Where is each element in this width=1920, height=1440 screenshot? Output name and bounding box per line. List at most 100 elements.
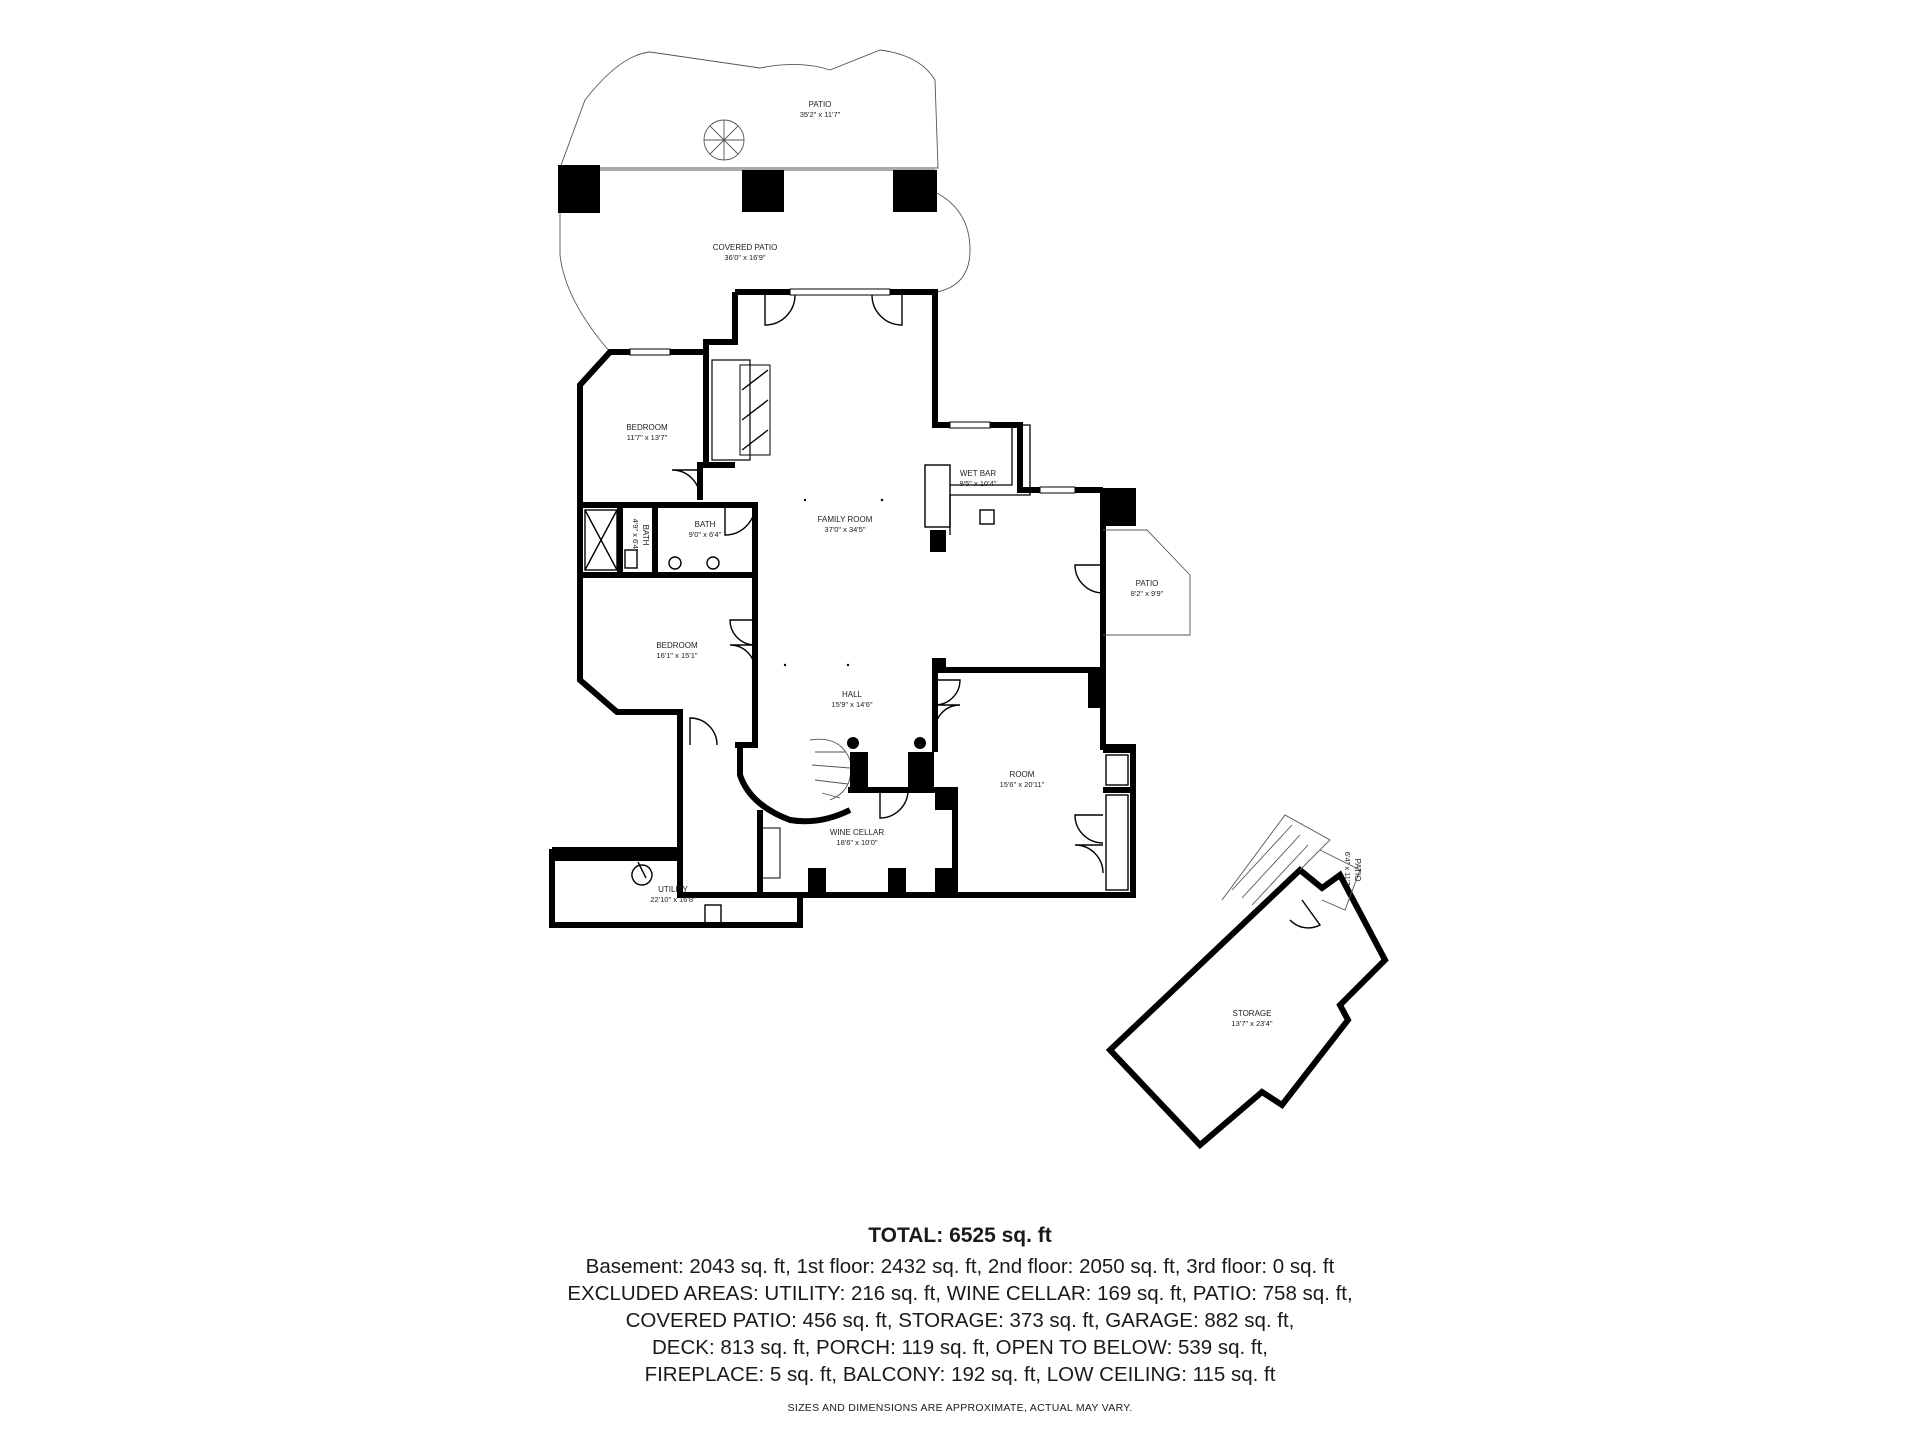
- room-dims: 35'2" x 11'7": [800, 110, 841, 119]
- door-swing: [871, 294, 903, 326]
- summary-line: DECK: 813 sq. ft, PORCH: 119 sq. ft, OPE…: [651, 1336, 1268, 1359]
- room-dims: 8'2" x 9'9": [1131, 589, 1164, 598]
- marker-dot: [783, 663, 787, 667]
- bar-cabinet: [924, 464, 951, 528]
- room-name: UTILITY: [658, 885, 688, 894]
- room-name: COVERED PATIO: [713, 243, 778, 252]
- room-name: BATH: [695, 520, 716, 529]
- door-swing: [1074, 814, 1104, 874]
- column: [893, 170, 937, 212]
- area-summary: TOTAL: 6525 sq. ft Basement: 2043 sq. ft…: [0, 1222, 1920, 1414]
- disclaimer: SIZES AND DIMENSIONS ARE APPROXIMATE, AC…: [787, 1402, 1133, 1414]
- summary-line: COVERED PATIO: 456 sq. ft, STORAGE: 373 …: [625, 1309, 1295, 1332]
- door-swing: [724, 504, 756, 536]
- door-swing: [1074, 564, 1104, 594]
- column: [914, 737, 926, 749]
- total-area: TOTAL: 6525 sq. ft: [868, 1224, 1052, 1247]
- room-dims: 16'1" x 15'1": [656, 651, 697, 660]
- column: [558, 165, 600, 213]
- wall: [735, 575, 758, 748]
- room-name: HALL: [842, 690, 863, 699]
- column: [888, 868, 906, 896]
- marker-dot: [803, 498, 807, 502]
- window: [949, 421, 991, 429]
- room-dims: 15'9" x 14'6": [831, 700, 872, 709]
- summary-line: Basement: 2043 sq. ft, 1st floor: 2432 s…: [585, 1255, 1335, 1278]
- marker-dot: [880, 498, 884, 502]
- column: [1100, 488, 1136, 526]
- room-dims: 15'6" x 20'11": [1000, 780, 1045, 789]
- column: [935, 868, 957, 896]
- room-dims: 18'6" x 10'0": [836, 838, 877, 847]
- utility-outline: [549, 849, 803, 928]
- stair-icon: [1221, 814, 1331, 906]
- room-dims: 37'0" x 34'5": [824, 525, 865, 534]
- room-dims: 4'9" x 6'4": [631, 519, 640, 552]
- storage-outline: [1105, 866, 1389, 1150]
- patio-right-outline: [1103, 529, 1191, 636]
- room-name: BEDROOM: [656, 641, 698, 650]
- fireplace-hatch: [741, 369, 769, 451]
- wall: [580, 502, 758, 578]
- room-dims: 11'7" x 13'7": [627, 433, 668, 442]
- room-dims: 36'0" x 16'9": [724, 253, 765, 262]
- room-dims: 13'7" x 23'4": [1231, 1019, 1272, 1028]
- room-dims: 9'5" x 10'4": [960, 479, 997, 488]
- window: [1039, 486, 1076, 494]
- room-name: WET BAR: [960, 469, 997, 478]
- room-name: WINE CELLAR: [830, 828, 884, 837]
- wine-rack: [761, 827, 781, 879]
- closet: [1103, 747, 1136, 793]
- column: [935, 790, 957, 810]
- water-heater-icon: [631, 861, 653, 886]
- room-name: STORAGE: [1233, 1009, 1272, 1018]
- column: [1088, 668, 1106, 708]
- toilet-icon: [624, 549, 638, 569]
- window: [789, 288, 891, 296]
- room-name: FAMILY ROOM: [818, 515, 873, 524]
- marker-dot: [846, 663, 850, 667]
- room-dims: 6'4" x 11'7": [1343, 852, 1352, 889]
- sink-icon: [706, 556, 720, 570]
- column: [847, 737, 859, 749]
- summary-line: EXCLUDED AREAS: UTILITY: 216 sq. ft, WIN…: [567, 1282, 1353, 1305]
- column: [908, 752, 934, 787]
- room-name: BEDROOM: [626, 423, 668, 432]
- fireplace: [711, 359, 751, 461]
- door-swing: [671, 469, 701, 499]
- door-swing: [729, 619, 756, 671]
- wall: [697, 352, 709, 500]
- column: [930, 530, 946, 552]
- wall: [737, 745, 852, 825]
- window: [629, 348, 671, 356]
- sink-icon: [979, 509, 995, 525]
- door-swing: [934, 679, 961, 731]
- room-name: PATIO: [809, 100, 832, 109]
- room-dims: 9'0" x 6'4": [689, 530, 722, 539]
- column: [932, 658, 946, 672]
- patio-small-outline: [1319, 849, 1361, 911]
- summary-line: FIREPLACE: 5 sq. ft, BALCONY: 192 sq. ft…: [644, 1363, 1276, 1386]
- closet-shelf: [1105, 794, 1129, 891]
- door-swing: [1289, 899, 1322, 929]
- shower-cross: [584, 509, 618, 571]
- room-name: ROOM: [1010, 770, 1035, 779]
- fireplace-insert: [739, 364, 771, 456]
- room-name: BATH: [641, 525, 650, 546]
- spiral-stair-icon: [809, 738, 852, 801]
- closet-shelf: [1105, 754, 1129, 786]
- door-swing: [764, 294, 796, 326]
- wall: [932, 667, 1103, 752]
- column: [808, 868, 826, 896]
- door-swing: [689, 717, 718, 746]
- column: [850, 752, 868, 787]
- door-swing: [879, 789, 909, 819]
- spiral-stair-icon: [703, 119, 745, 161]
- column: [742, 170, 784, 212]
- room-dims: 22'10" x 16'8": [650, 895, 696, 904]
- covered-patio-outline: [559, 190, 971, 353]
- exterior-wall-north: [735, 289, 1103, 493]
- utility-fixture: [704, 904, 722, 924]
- shower: [584, 509, 618, 571]
